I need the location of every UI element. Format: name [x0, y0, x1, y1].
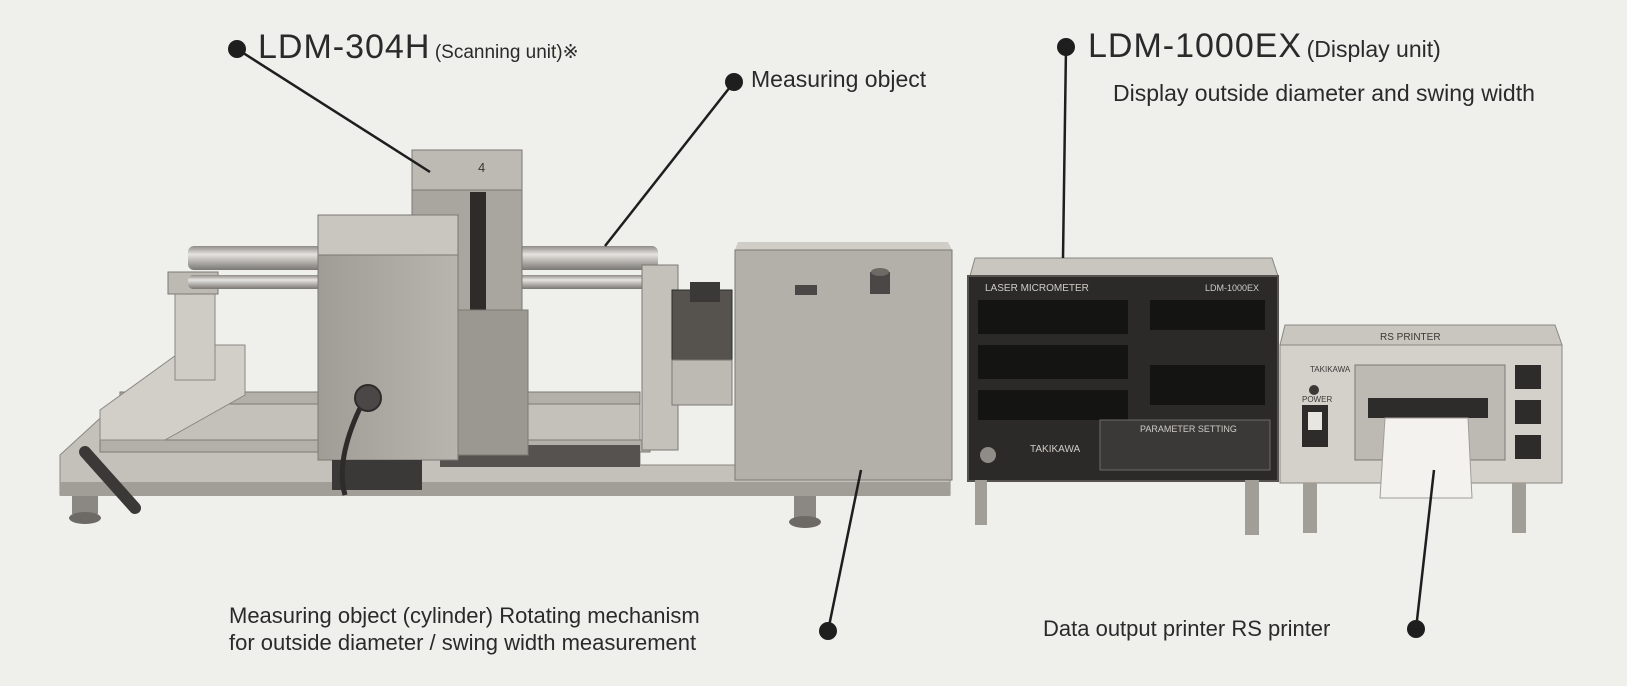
display-model-plate: LDM-1000EX: [1205, 283, 1259, 293]
display-desc: (Display unit): [1306, 36, 1441, 62]
measuring-object-label: Measuring object: [751, 66, 927, 92]
display-unit: [967, 257, 1279, 535]
printer-title-text: RS PRINTER: [1380, 332, 1441, 343]
scanning-desc: (Scanning unit)※: [434, 42, 579, 63]
parameter-setting-text: PARAMETER SETTING: [1140, 424, 1237, 434]
scanning-model: LDM-304H: [258, 28, 431, 66]
leader-lines: [228, 38, 1436, 640]
printer-label: Data output printer RS printer: [1043, 616, 1331, 641]
rotating-mechanism-label: Measuring object (cylinder) Rotating mec…: [229, 602, 700, 656]
scanning-unit-label: LDM-304H (Scanning unit)※: [258, 28, 579, 67]
rotating-chuck: [641, 264, 733, 451]
rs-printer: [1279, 324, 1563, 533]
display-unit-label: LDM-1000EX (Display unit): [1088, 27, 1441, 66]
scanning-unit: [317, 149, 529, 496]
left-support: [99, 271, 246, 441]
display-model: LDM-1000EX: [1088, 27, 1303, 65]
rotating-label-line1: Measuring object (cylinder) Rotating mec…: [229, 603, 700, 628]
display-maker-text: TAKIKAWA: [1030, 444, 1081, 455]
power-text: POWER: [1302, 395, 1332, 404]
display-function-label: Display outside diameter and swing width: [1113, 80, 1535, 106]
unit-digit: 4: [478, 160, 485, 175]
motor-box: [734, 242, 953, 481]
rotating-label-line2: for outside diameter / swing width measu…: [229, 630, 697, 655]
printer-maker-text: TAKIKAWA: [1310, 365, 1351, 374]
display-brand-text: LASER MICROMETER: [985, 283, 1089, 294]
